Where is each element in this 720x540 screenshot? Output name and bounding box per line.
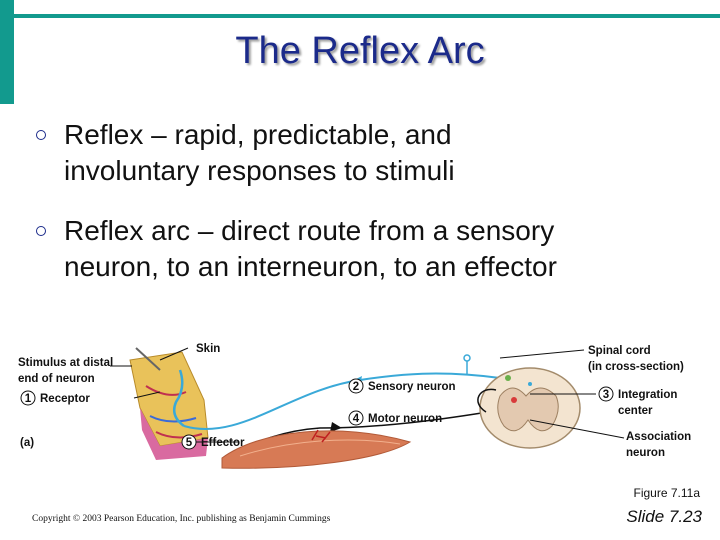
association-label-line1: Association bbox=[626, 431, 691, 443]
association-label-line2: neuron bbox=[626, 447, 665, 459]
sensory-ganglion-icon bbox=[463, 354, 471, 362]
slide-number: Slide 7.23 bbox=[626, 507, 702, 526]
reflex-arc-diagram: 1 2 3 4 5 Stimulus at distal end of neur… bbox=[18, 343, 691, 469]
number-5-label: 5 bbox=[186, 437, 193, 449]
slide-title: The Reflex Arc bbox=[235, 30, 485, 72]
number-5-badge: 5 bbox=[181, 434, 197, 450]
number-4-label: 4 bbox=[353, 413, 360, 425]
receptor-label: Receptor bbox=[40, 393, 90, 405]
stimulus-label-line1: Stimulus at distal bbox=[18, 357, 113, 369]
bullet-1-line2: involuntary responses to stimuli bbox=[64, 155, 455, 186]
effector-label: Effector bbox=[201, 437, 245, 449]
stimulus-needle-icon bbox=[135, 347, 161, 371]
integration-label-line2: center bbox=[618, 405, 653, 417]
figure-reference: Figure 7.11a bbox=[633, 486, 701, 500]
number-2-label: 2 bbox=[353, 381, 359, 393]
bullet-dot-icon bbox=[36, 130, 46, 140]
number-1-label: 1 bbox=[25, 393, 32, 405]
number-4-badge: 4 bbox=[348, 410, 364, 426]
accent-side-bar bbox=[0, 0, 14, 104]
number-2-badge: 2 bbox=[348, 378, 364, 394]
sensory-neuron-label: Sensory neuron bbox=[368, 381, 456, 393]
bullet-2-text: Reflex arc – direct route from a sensory… bbox=[64, 213, 704, 285]
number-3-badge: 3 bbox=[598, 386, 614, 402]
motor-neuron-label: Motor neuron bbox=[368, 413, 442, 425]
motor-arrow-icon bbox=[330, 422, 342, 432]
panel-label: (a) bbox=[20, 437, 34, 449]
spinal-cord-label-line2: (in cross-section) bbox=[588, 361, 684, 373]
bullet-2-line2: neuron, to an interneuron, to an effecto… bbox=[64, 251, 557, 282]
bullet-dot-icon bbox=[36, 226, 46, 236]
stimulus-label-line2: end of neuron bbox=[18, 373, 95, 385]
integration-arrow bbox=[477, 388, 497, 413]
bullet-1-line1: Reflex – rapid, predictable, and bbox=[64, 119, 452, 150]
number-1-badge: 1 bbox=[20, 390, 36, 406]
bullet-2-line1: Reflex arc – direct route from a sensory bbox=[64, 215, 555, 246]
copyright-notice: Copyright © 2003 Pearson Education, Inc.… bbox=[32, 514, 331, 524]
accent-top-rule bbox=[14, 14, 720, 18]
skin-label: Skin bbox=[196, 343, 220, 355]
spinal-cord-cross-section bbox=[479, 367, 581, 449]
number-3-label: 3 bbox=[603, 389, 609, 401]
integration-label-line1: Integration bbox=[618, 389, 677, 401]
bullet-1-text: Reflex – rapid, predictable, and involun… bbox=[64, 117, 704, 189]
spinal-cord-label-line1: Spinal cord bbox=[588, 345, 651, 357]
